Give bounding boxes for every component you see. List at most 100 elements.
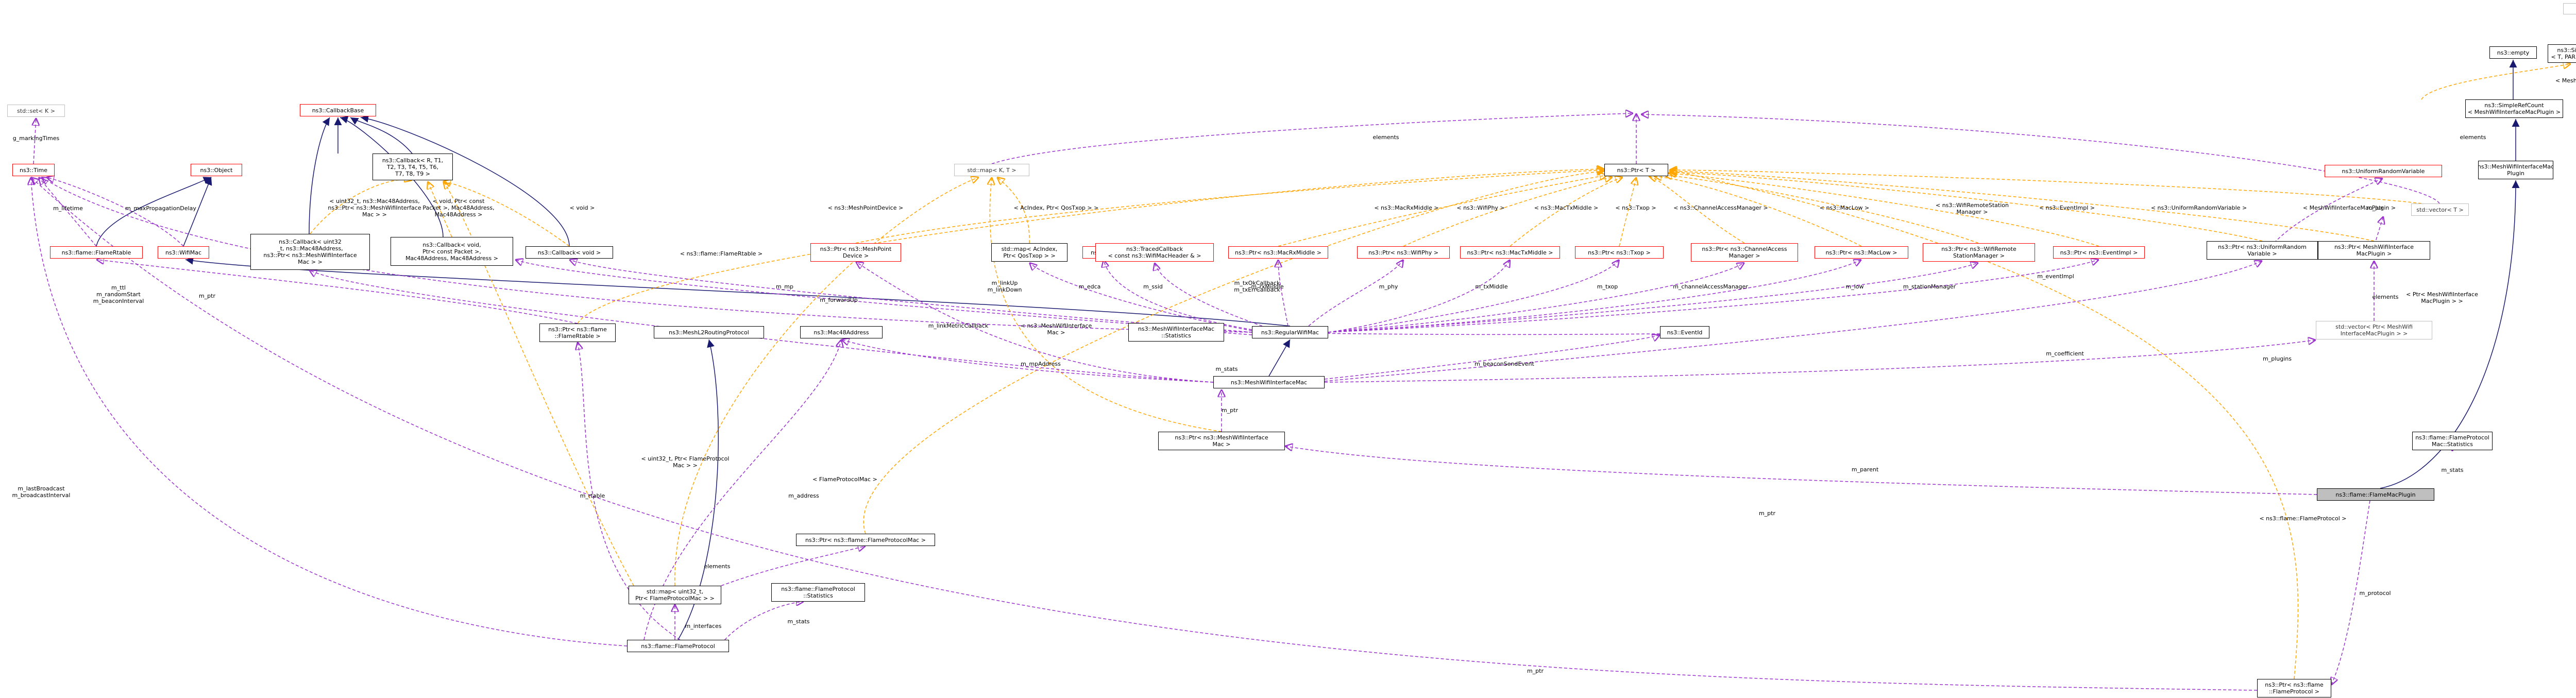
edge-usage [2262, 178, 2383, 260]
edge-template [1510, 177, 1623, 247]
edge-template [443, 181, 634, 586]
event-id-node[interactable]: ns3::EventId [1660, 326, 1709, 338]
edge-template [855, 170, 1604, 244]
edge-label: < ns3::WifiPhy > [1456, 205, 1504, 211]
callback-void-node[interactable]: ns3::Callback< void > [526, 246, 613, 259]
ptr-mesh-point-node[interactable]: ns3::Ptr< ns3::MeshPoint Device > [810, 243, 901, 262]
flame-protocol-mac-stats-node[interactable]: ns3::flame::FlameProtocol Mac::Statistic… [2412, 432, 2493, 450]
ptr-mesh-mac-node[interactable]: ns3::Ptr< ns3::MeshWifiInterface Mac > [1158, 432, 1285, 450]
edge-usage [1641, 114, 2440, 204]
callback-base-node[interactable]: ns3::CallbackBase [300, 104, 376, 116]
ptr-mac-low-node[interactable]: ns3::Ptr< ns3::MacLow > [1815, 246, 1908, 259]
empty-node[interactable]: ns3::empty [2489, 46, 2537, 59]
edge-label: m_ptr [1222, 407, 1239, 414]
mac48-address-node[interactable]: ns3::Mac48Address [800, 326, 883, 338]
ptr-uniform-random-node[interactable]: ns3::Ptr< ns3::UniformRandom Variable > [2207, 241, 2318, 260]
regular-wifi-mac-node[interactable]: ns3::RegularWifiMac [1252, 326, 1328, 338]
ptr-event-impl-node[interactable]: ns3::Ptr< ns3::EventImpl > [2053, 246, 2145, 259]
edge-template [990, 177, 1222, 432]
wifi-mac-node[interactable]: ns3::WifiMac [158, 246, 209, 259]
edge-usage [721, 546, 866, 586]
edge-usage [46, 177, 184, 247]
edge-label: < AcIndex, Ptr< QosTxop > > [1014, 205, 1099, 211]
edge-label: m_beaconSendEvent [1475, 361, 1534, 367]
parent-node[interactable]: PARENT [2563, 3, 2576, 14]
ptr-flame-protocol-mac-node[interactable]: ns3::Ptr< ns3::flame::FlameProtocolMac > [796, 534, 935, 546]
edge-template [1619, 177, 1636, 247]
edge-template [1669, 170, 2299, 679]
flame-protocol-mac-node[interactable]: ns3::flame::FlameMacPlugin [2317, 488, 2434, 501]
edge-usage [1328, 263, 1744, 333]
std-vector-ptr-plugin-node[interactable]: std::vector< Ptr< MeshWifi InterfaceMacP… [2316, 321, 2432, 339]
flame-protocol-node[interactable]: ns3::flame::FlameProtocol [627, 640, 729, 652]
edge-inherit [96, 177, 212, 247]
edge-inherit [183, 177, 212, 247]
traced-callback-node[interactable]: ns3::TracedCallback < const ns3::WifiMac… [1095, 243, 1214, 262]
edge-usage [2331, 500, 2370, 685]
ptr-mac-tx-node[interactable]: ns3::Ptr< ns3::MacTxMiddle > [1460, 246, 1560, 259]
std-map-kt-node[interactable]: std::map< K, T > [954, 164, 1029, 176]
edge-usage [1285, 446, 2317, 495]
ptr-wifi-phy-node[interactable]: ns3::Ptr< ns3::WifiPhy > [1357, 246, 1450, 259]
edge-inherit [360, 114, 570, 247]
edge-label: m_txop [1597, 283, 1618, 290]
edge-label: < MeshWifiInterfaceMacPlugin > [2555, 77, 2576, 84]
std-map-acindex-node[interactable]: std::map< AcIndex, Ptr< QosTxop > > [991, 243, 1067, 262]
mesh-l2-routing-protocol-node[interactable]: ns3::MeshL2RoutingProtocol [654, 326, 764, 338]
std-vector-t-node[interactable]: std::vector< T > [2411, 203, 2469, 216]
simple-ref-count-mesh-node[interactable]: ns3::SimpleRefCount < MeshWifiInterfaceM… [2465, 99, 2563, 118]
simple-ref-count-parent-node[interactable]: ns3::SimpleRefCount < T, PARENT, DELETER… [2548, 44, 2576, 63]
edge-usage [1324, 335, 1660, 380]
edge-inherit [1268, 339, 1291, 377]
edge-template [1669, 172, 2263, 242]
edge-label: < ns3::EventImpl > [2039, 205, 2095, 211]
edge-label: m_stationManager [1903, 283, 1956, 290]
ptr-flame-protocol-node[interactable]: ns3::Ptr< ns3::flame ::FlameProtocol > [2257, 679, 2331, 697]
edge-usage [1324, 340, 2316, 383]
edge-label: m_eventImpl [2037, 273, 2074, 280]
edge-template [1654, 176, 1862, 247]
edge-template [674, 177, 979, 586]
edge-label: m_coefficient [2046, 350, 2084, 357]
callback-uint32-node[interactable]: ns3::Callback< uint32 _t, ns3::Mac48Addr… [250, 234, 370, 270]
object-node[interactable]: ns3::Object [191, 164, 242, 176]
mesh-wifi-interface-mac-node[interactable]: ns3::MeshWifiInterfaceMac [1213, 376, 1325, 388]
edge-label: m_linkMetricCallback [928, 322, 989, 329]
edge-template [1668, 173, 2099, 247]
ptr-txop-node[interactable]: ns3::Ptr< ns3::Txop > [1575, 246, 1664, 259]
edge-label: < ns3::MacRxMiddle > [1374, 205, 1438, 211]
edge-label: < void > [570, 205, 595, 211]
std-set-node[interactable]: std::set< K > [7, 105, 65, 117]
edge-usage [39, 177, 97, 247]
callback-void-ptr-node[interactable]: ns3::Callback< void, Ptr< const Packet >… [391, 237, 513, 266]
ptr-mac-rx-node[interactable]: ns3::Ptr< ns3::MacRxMiddle > [1228, 246, 1328, 259]
edge-template [997, 177, 1030, 244]
edge-template [1669, 170, 2422, 204]
edge-label: m_address [788, 492, 819, 499]
edge-template [1649, 176, 1745, 244]
uniform-random-variable-node[interactable]: ns3::UniformRandomVariable [2325, 165, 2442, 177]
edge-label: m_rtable [580, 492, 605, 499]
callback-template-node[interactable]: ns3::Callback< R, T1, T2, T3, T4, T5, T6… [372, 154, 453, 180]
mesh-mac-stats-node[interactable]: ns3::MeshWifiInterfaceMac ::Statistics [1128, 323, 1224, 342]
ptr-flame-rtable-node[interactable]: ns3::Ptr< ns3::flame ::FlameRtable > [539, 324, 616, 342]
mesh-plugin-node[interactable]: ns3::MeshWifiInterfaceMac Plugin [2478, 161, 2553, 179]
edge-label: m_rxMiddle [1251, 283, 1284, 290]
flame-rtable-node[interactable]: ns3::flame::FlameRtable [50, 246, 143, 259]
flame-protocol-stats-node[interactable]: ns3::flame::FlameProtocol ::Statistics [771, 583, 865, 602]
ptr-plugin-node[interactable]: ns3::Ptr< MeshWifiInterface MacPlugin > [2318, 241, 2430, 260]
ptr-channel-access-node[interactable]: ns3::Ptr< ns3::ChannelAccess Manager > [1691, 243, 1798, 262]
edge-inherit [677, 339, 719, 640]
ptr-t-node[interactable]: ns3::Ptr< T > [1604, 164, 1668, 176]
edge-label: m_phy [1379, 283, 1398, 290]
time-node[interactable]: ns3::Time [12, 164, 55, 176]
ptr-station-manager-node[interactable]: ns3::Ptr< ns3::WifiRemote StationManager… [1923, 243, 2035, 262]
edge-label: m_ptr [1759, 510, 1776, 517]
edge-label: elements [704, 563, 730, 570]
edge-label: elements [2460, 134, 2486, 141]
std-map-uint32-node[interactable]: std::map< uint32_t, Ptr< FlameProtocolMa… [629, 586, 721, 604]
